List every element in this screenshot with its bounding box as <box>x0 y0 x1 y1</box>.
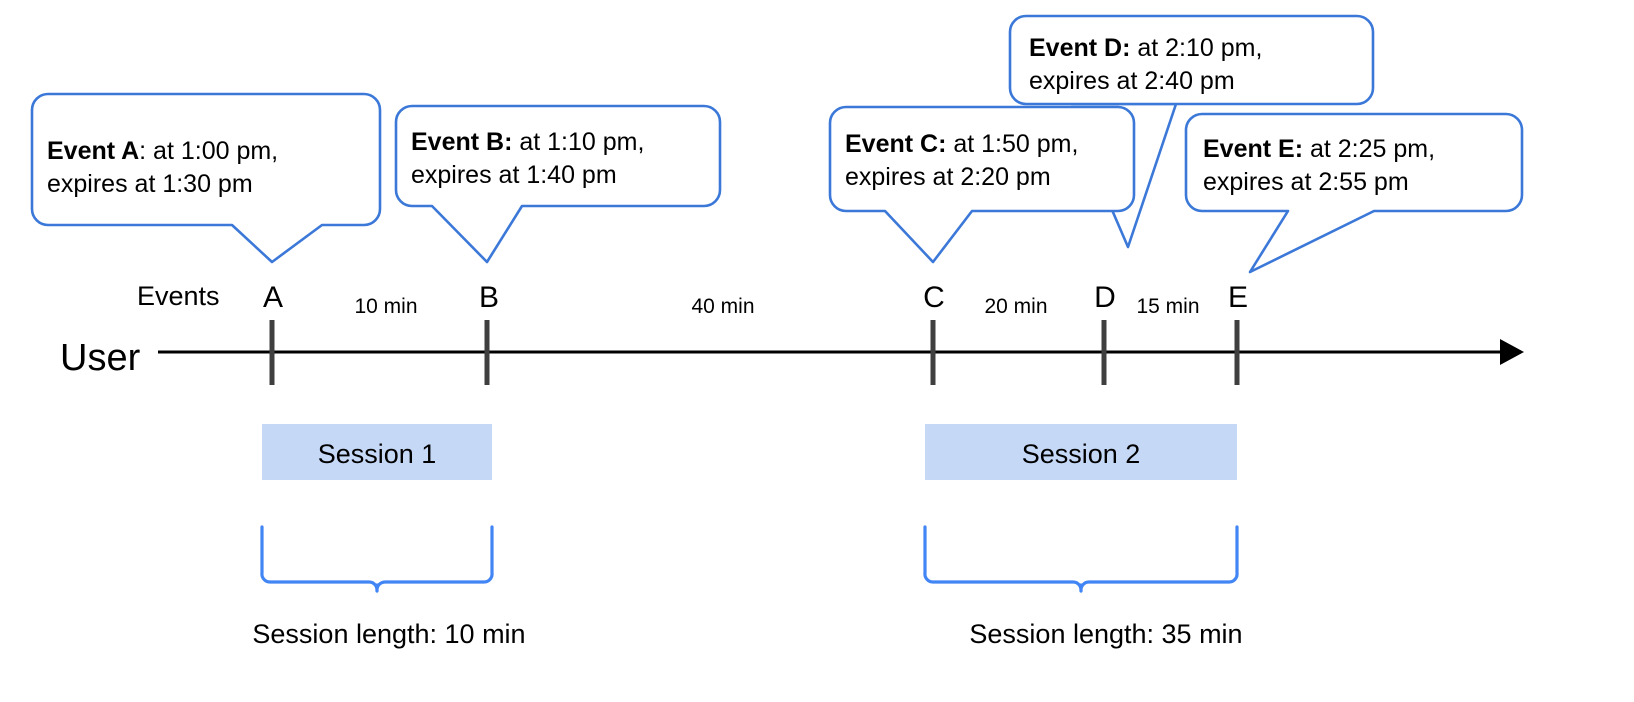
callout-text-e-line1: Event E: at 2:25 pm, <box>1203 135 1435 163</box>
callout-text-c-line1: Event C: at 1:50 pm, <box>845 130 1078 158</box>
callout-event-a[interactable]: Event A: at 1:00 pm, expires at 1:30 pm <box>30 92 382 264</box>
session-bar-2[interactable] <box>925 424 1237 480</box>
user-row-label: User <box>60 337 141 379</box>
session-1-length-caption: Session length: 10 min <box>252 619 525 649</box>
callout-event-b[interactable]: Event B: at 1:10 pm, expires at 1:40 pm <box>394 104 722 264</box>
event-letter-c: C <box>923 281 945 314</box>
callout-bubble-a <box>30 92 382 264</box>
callout-event-e[interactable]: Event E: at 2:25 pm, expires at 2:55 pm <box>1184 112 1524 274</box>
callout-text-b-line2: expires at 1:40 pm <box>411 161 617 189</box>
gap-label-d-e: 15 min <box>1136 295 1199 318</box>
callout-text-b-line1: Event B: at 1:10 pm, <box>411 128 644 156</box>
event-letter-e: E <box>1228 281 1248 314</box>
callout-text-a-line2: expires at 1:30 pm <box>47 170 253 198</box>
callout-text-d-line2: expires at 2:40 pm <box>1029 67 1235 95</box>
event-letter-d: D <box>1094 281 1116 314</box>
callout-event-d[interactable]: Event D: at 2:10 pm, expires at 2:40 pm <box>1008 14 1375 106</box>
event-letter-b: B <box>479 281 499 314</box>
callout-bubble-b <box>394 104 722 264</box>
gap-label-a-b: 10 min <box>354 295 417 318</box>
arrow-right-icon <box>1500 339 1524 365</box>
session-bar-1-label: Session 1 <box>318 439 437 469</box>
callout-bubble-d <box>1008 14 1375 106</box>
callout-text-a-line1: Event A: at 1:00 pm, <box>47 137 278 165</box>
session-brace-1 <box>260 525 494 593</box>
session-bar-1[interactable] <box>262 424 492 480</box>
event-letter-a: A <box>263 281 283 314</box>
callout-text-e-line2: expires at 2:55 pm <box>1203 168 1409 196</box>
callout-event-c[interactable]: Event C: at 1:50 pm, expires at 2:20 pm <box>828 105 1136 264</box>
session-2-length-caption: Session length: 35 min <box>969 619 1242 649</box>
callout-bubble-e <box>1184 112 1524 274</box>
gap-label-c-d: 20 min <box>984 295 1047 318</box>
session-brace-2 <box>923 525 1239 593</box>
callout-text-c-line2: expires at 2:20 pm <box>845 163 1051 191</box>
callout-bubble-c <box>828 105 1136 264</box>
session-bar-2-label: Session 2 <box>1022 439 1141 469</box>
gap-label-b-c: 40 min <box>691 295 754 318</box>
callout-text-d-line1: Event D: at 2:10 pm, <box>1029 34 1262 62</box>
events-row-label: Events <box>137 281 220 311</box>
